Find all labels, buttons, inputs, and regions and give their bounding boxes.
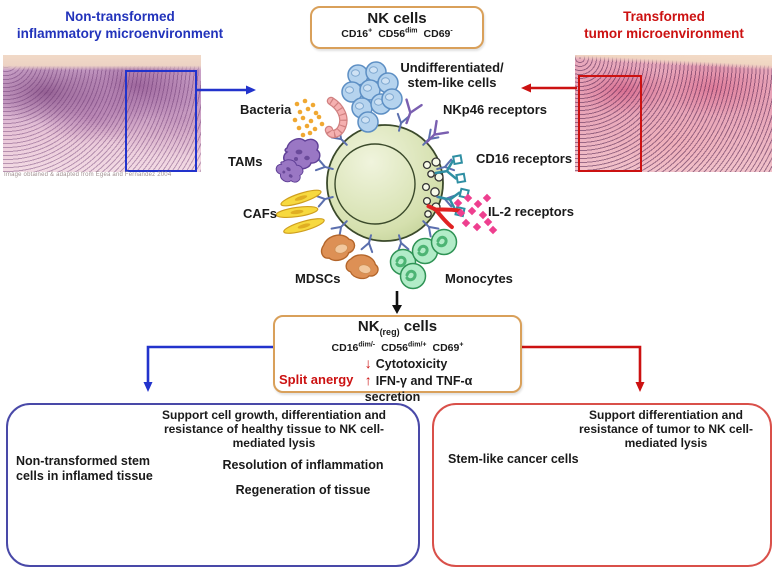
right-title-line2: tumor microenvironment xyxy=(584,26,744,41)
label-cafs: CAFs xyxy=(243,206,277,221)
nkreg-markers: CD16dim/-CD56dim/+CD69+ xyxy=(331,341,464,354)
right-environment-title: Transformed tumor microenvironment xyxy=(555,8,773,42)
tams-icon xyxy=(272,138,321,189)
image-credit-caption: Image obtained & adapted from Egea and F… xyxy=(4,172,172,178)
right-title-line1: Transformed xyxy=(623,9,705,24)
roi-box-red xyxy=(578,75,642,172)
label-undifferentiated-cells: Undifferentiated/ stem-like cells xyxy=(400,60,504,90)
effect-secretion: ↑IFN-γ and TNF-α secretion xyxy=(364,371,473,404)
label-monocytes: Monocytes xyxy=(445,271,513,286)
label-bacteria: Bacteria xyxy=(240,102,292,117)
blue-elbow-arrow xyxy=(143,345,273,392)
nk-cell xyxy=(326,124,444,242)
nk-cells-box-title: NK cells xyxy=(367,10,427,27)
tumor-outcome-panel: Support differentiation and resistance o… xyxy=(432,403,772,567)
arrow-down-icon xyxy=(392,291,402,314)
label-nkp46-receptors: NKp46 receptors xyxy=(443,102,548,117)
label-mdscs: MDSCs xyxy=(295,271,341,286)
label-cd16-receptors: CD16 receptors xyxy=(476,151,573,166)
red-arrow-to-center xyxy=(521,83,577,93)
label-stem-like-cancer-cells: Stem-like cancer cells xyxy=(448,452,579,466)
tumor-panel-title: Support differentiation and resistance o… xyxy=(578,408,754,450)
red-elbow-arrow xyxy=(518,345,645,392)
down-arrow-icon: ↓ xyxy=(364,354,372,371)
left-title-line2: inflammatory microenvironment xyxy=(16,26,224,41)
nkreg-box-title: NK(reg) cells xyxy=(357,318,438,337)
blue-arrow-to-center xyxy=(197,85,256,95)
histology-image-tumor xyxy=(575,55,772,172)
nkreg-cells-box: NK(reg) cells CD16dim/-CD56dim/+CD69+ Sp… xyxy=(273,315,522,404)
healthy-panel-title: Support cell growth, differentiation and… xyxy=(162,408,386,450)
label-regeneration-of-tissue: Regeneration of tissue xyxy=(235,483,371,497)
roi-box-blue xyxy=(125,70,197,172)
label-tams: TAMs xyxy=(228,154,263,169)
split-anergy-effects: ↓Cytotoxicity ↑IFN-γ and TNF-α secretion xyxy=(365,355,520,405)
histology-image-inflamed xyxy=(3,55,201,172)
label-il2-receptors: IL-2 receptors xyxy=(488,204,574,219)
split-anergy-label: Split anergy xyxy=(279,372,354,387)
up-arrow-icon: ↑ xyxy=(364,371,372,388)
granules-icon xyxy=(421,157,444,218)
label-nontransformed-stem-cells: Non-transformed stem cells in inflamed t… xyxy=(16,454,153,483)
nk-cell-nucleus xyxy=(334,143,416,225)
left-environment-title: Non-transformed inflammatory microenviro… xyxy=(0,8,240,42)
bacteria-icon xyxy=(292,96,348,139)
label-resolution-of-inflammation: Resolution of inflammation xyxy=(222,458,384,472)
healthy-outcome-panel: Support cell growth, differentiation and… xyxy=(6,403,420,567)
left-title-line1: Non-transformed xyxy=(65,9,175,24)
split-anergy-row: Split anergy ↓Cytotoxicity ↑IFN-γ and TN… xyxy=(275,355,520,405)
il2-receptor-icon xyxy=(422,193,498,235)
effect-cytotoxicity: ↓Cytotoxicity xyxy=(364,354,448,371)
cafs-icon xyxy=(274,186,327,237)
